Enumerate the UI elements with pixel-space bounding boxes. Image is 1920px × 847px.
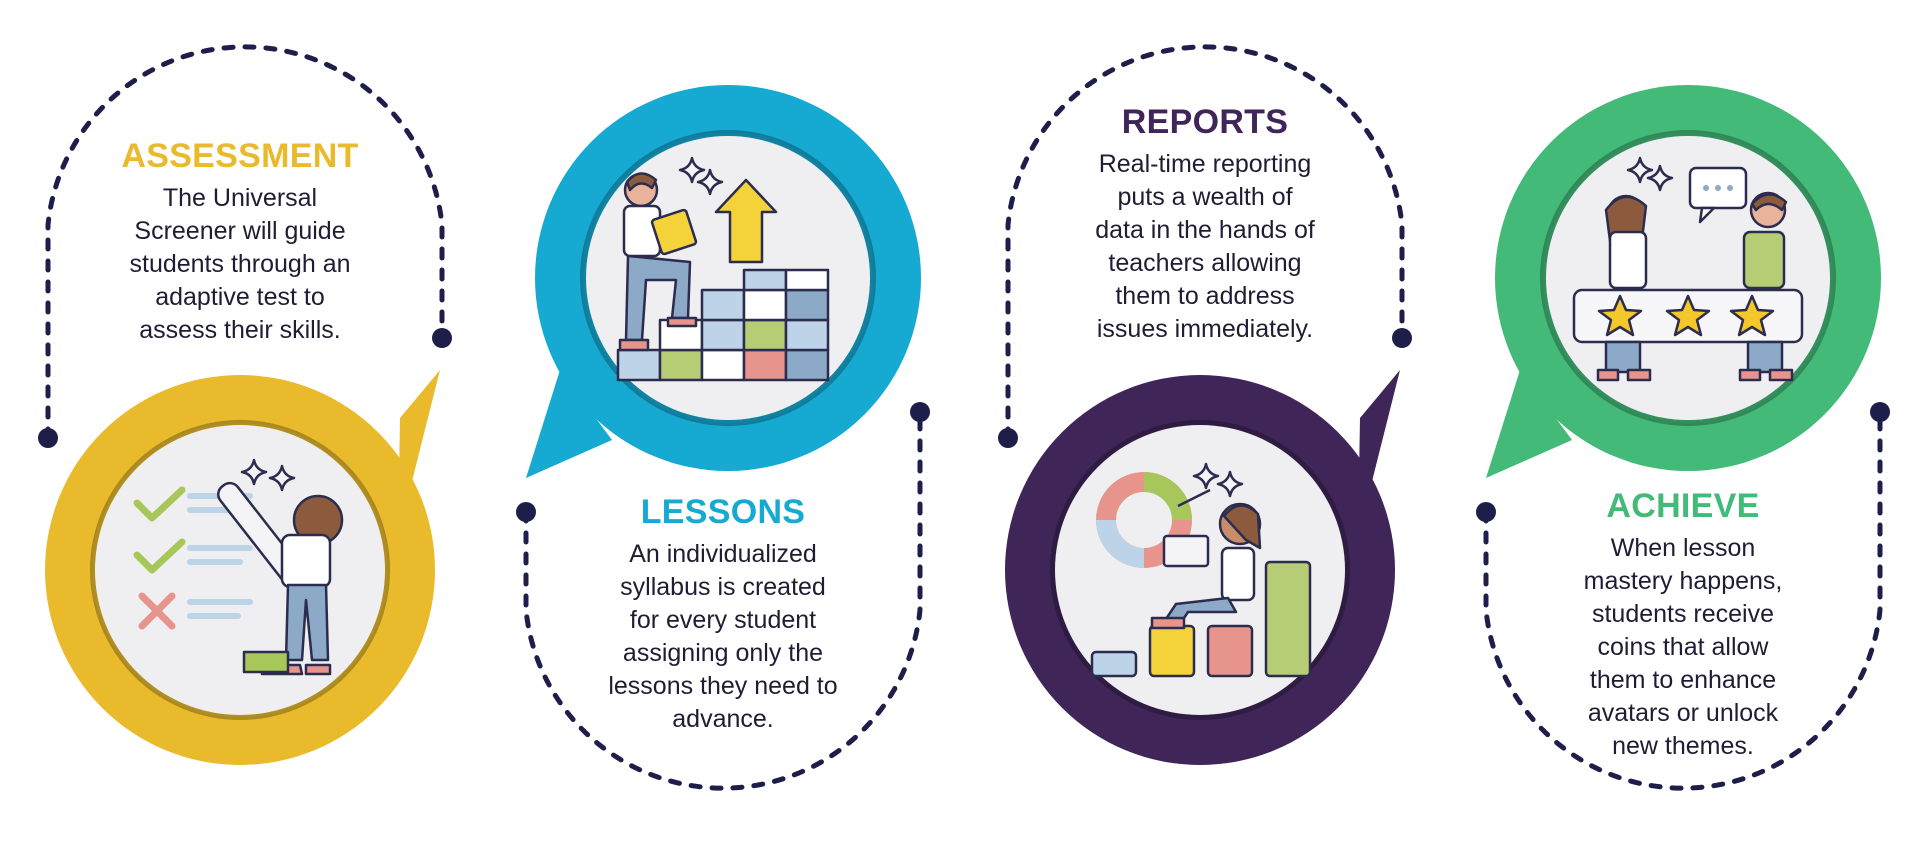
connector-dot	[432, 328, 452, 348]
bubble-reports	[1005, 370, 1400, 765]
bubble-lessons	[526, 85, 921, 478]
reports-description: Real-time reporting puts a wealth of dat…	[1095, 150, 1315, 343]
assessment-title: ASSESSMENT	[121, 137, 359, 175]
step-reports	[998, 44, 1412, 765]
people-three-stars-icon	[1572, 156, 1804, 382]
bubble-shape	[526, 370, 612, 478]
lessons-text: LESSONS An individualized syllabus is cr…	[568, 492, 878, 736]
achieve-text: ACHIEVE When lesson mastery happens, stu…	[1528, 486, 1838, 763]
step-assessment	[38, 44, 452, 765]
reports-title: REPORTS	[1121, 103, 1289, 141]
dashed-connector-achieve	[1483, 409, 1883, 791]
lessons-description: An individualized syllabus is created fo…	[608, 540, 838, 733]
connector-dot	[1870, 402, 1890, 422]
step-achieve	[1476, 85, 1890, 791]
person-laptop-charts-icon	[1090, 462, 1312, 678]
dashed-connector-assessment	[45, 44, 445, 441]
assessment-text: ASSESSMENT The Universal Screener will g…	[90, 136, 390, 347]
assessment-description: The Universal Screener will guide studen…	[129, 184, 351, 344]
dashed-connector-reports	[1005, 44, 1405, 441]
checklist-person-writing-icon	[133, 458, 344, 676]
connector-dot	[910, 402, 930, 422]
inner-circle	[95, 425, 385, 715]
lessons-title: LESSONS	[640, 493, 806, 531]
achieve-title: ACHIEVE	[1606, 487, 1760, 525]
connector-dot	[1476, 502, 1496, 522]
person-climbing-blocks-icon	[616, 156, 830, 382]
connector-dot	[998, 428, 1018, 448]
bubble-achieve	[1486, 85, 1881, 478]
dashed-connector-lessons	[523, 409, 923, 791]
connector-dot	[38, 428, 58, 448]
connector-dot	[516, 502, 536, 522]
achieve-description: When lesson mastery happens, students re…	[1583, 534, 1783, 760]
reports-text: REPORTS Real-time reporting puts a wealt…	[1050, 102, 1360, 346]
step-lessons	[516, 85, 930, 791]
bubble-shape	[1486, 370, 1572, 478]
connector-dot	[1392, 328, 1412, 348]
bubble-assessment	[45, 370, 440, 765]
